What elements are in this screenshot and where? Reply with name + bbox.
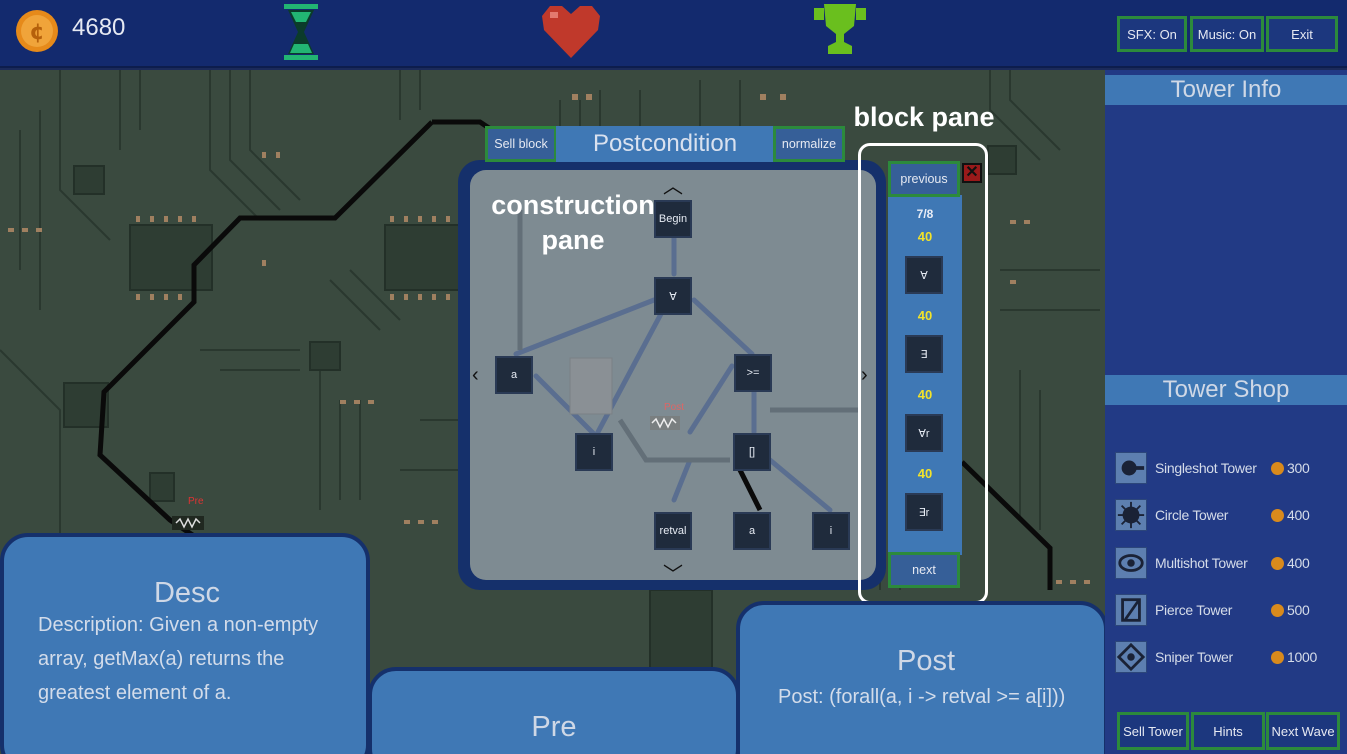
- music-toggle-button[interactable]: Music: On: [1190, 16, 1264, 52]
- palette-block-exists[interactable]: ∃: [905, 335, 943, 373]
- side-panel: Tower Info Tower Shop Singleshot Tower 3…: [1105, 70, 1347, 754]
- shop-item-name: Sniper Tower: [1155, 649, 1233, 665]
- scroll-up-arrow-icon[interactable]: ︿: [663, 176, 683, 198]
- postcondition-card[interactable]: Post Post: (forall(a, i -> retval >= a[i…: [736, 601, 1108, 754]
- pierce-icon: [1115, 594, 1147, 626]
- editor-title: Postcondition: [556, 126, 774, 162]
- heart-icon: [542, 6, 600, 58]
- shop-item-name: Circle Tower: [1155, 507, 1229, 523]
- shop-item-name: Multishot Tower: [1155, 555, 1248, 571]
- tower-shop-title: Tower Shop: [1105, 375, 1347, 405]
- exit-button[interactable]: Exit: [1266, 16, 1338, 52]
- multishot-icon: [1115, 547, 1147, 579]
- next-wave-button[interactable]: Next Wave: [1266, 712, 1340, 750]
- block-greater-equal[interactable]: >=: [734, 354, 772, 392]
- shop-item-multishot[interactable]: Multishot Tower 400: [1115, 546, 1345, 580]
- palette-block-forall[interactable]: ∀: [905, 256, 943, 294]
- close-icon[interactable]: ✕: [962, 163, 982, 183]
- top-hud: ¢ 4680 SFX: On Music: On Exit: [0, 0, 1347, 68]
- previous-button[interactable]: previous: [888, 161, 960, 197]
- trophy-icon: [814, 4, 866, 54]
- shop-item-singleshot[interactable]: Singleshot Tower 300: [1115, 451, 1345, 485]
- scroll-right-arrow-icon[interactable]: ›: [861, 364, 868, 386]
- page-indicator: 7/8: [916, 207, 934, 221]
- coin-count: 4680: [72, 14, 126, 41]
- description-title: Desc: [153, 577, 221, 609]
- svg-text:¢: ¢: [29, 20, 44, 45]
- singleshot-icon: [1115, 452, 1147, 484]
- sfx-toggle-button[interactable]: SFX: On: [1117, 16, 1187, 52]
- postcondition-title: Post: [896, 645, 956, 677]
- shop-item-name: Singleshot Tower: [1155, 460, 1257, 476]
- hourglass-icon: [284, 4, 318, 60]
- scroll-left-arrow-icon[interactable]: ‹: [472, 364, 479, 386]
- coin-icon: [1271, 603, 1284, 617]
- next-button[interactable]: next: [888, 552, 960, 588]
- coin-icon: [1271, 556, 1284, 570]
- coin-icon: [1271, 508, 1284, 522]
- block-retval[interactable]: retval: [654, 512, 692, 550]
- sell-block-button[interactable]: Sell block: [485, 126, 557, 162]
- shop-item-price: 400: [1287, 507, 1310, 523]
- block-a-index-arg[interactable]: a: [733, 512, 771, 550]
- construction-pane-annotation: construction pane: [491, 190, 655, 255]
- block-cost: 40: [917, 387, 933, 402]
- pre-label: Pre: [188, 496, 204, 507]
- shop-item-price: 1000: [1287, 649, 1317, 665]
- block-cost: 40: [917, 229, 933, 244]
- shop-item-price: 500: [1287, 602, 1310, 618]
- shop-item-price: 300: [1287, 460, 1310, 476]
- palette-block-forall-range[interactable]: ∀r: [905, 414, 943, 452]
- sell-tower-button[interactable]: Sell Tower: [1117, 712, 1189, 750]
- shop-item-name: Pierce Tower: [1155, 602, 1233, 618]
- shop-item-circle[interactable]: Circle Tower 400: [1115, 498, 1345, 532]
- block-cost: 40: [917, 466, 933, 481]
- precondition-card[interactable]: Pre: [368, 667, 740, 754]
- block-a[interactable]: a: [495, 356, 533, 394]
- block-index[interactable]: []: [733, 433, 771, 471]
- shop-item-price: 400: [1287, 555, 1310, 571]
- coin-icon: [1271, 650, 1284, 664]
- block-forall[interactable]: ∀: [654, 277, 692, 315]
- post-label: Post: [664, 402, 684, 413]
- precondition-title: Pre: [531, 711, 577, 743]
- description-text: Description: Given a non-empty array, ge…: [38, 614, 319, 704]
- block-cost: 40: [917, 308, 933, 323]
- coin-icon: [1271, 461, 1284, 475]
- construction-wires: Post: [513, 210, 860, 513]
- normalize-button[interactable]: normalize: [773, 126, 845, 162]
- shop-item-sniper[interactable]: Sniper Tower 1000: [1115, 640, 1345, 674]
- hints-button[interactable]: Hints: [1191, 712, 1265, 750]
- description-card: Desc Description: Given a non-empty arra…: [0, 533, 370, 754]
- scroll-down-arrow-icon[interactable]: ﹀: [663, 564, 683, 586]
- postcondition-text: Post: (forall(a, i -> retval >= a[i])): [778, 686, 1066, 708]
- palette-block-exists-range[interactable]: ∃r: [905, 493, 943, 531]
- block-pane-annotation: block pane: [853, 102, 995, 132]
- block-i-index-arg[interactable]: i: [812, 512, 850, 550]
- coin-icon: ¢: [16, 10, 58, 52]
- block-begin[interactable]: Begin: [654, 200, 692, 238]
- sniper-icon: [1115, 641, 1147, 673]
- shop-item-pierce[interactable]: Pierce Tower 500: [1115, 593, 1345, 627]
- block-i[interactable]: i: [575, 433, 613, 471]
- tower-info-title: Tower Info: [1105, 75, 1347, 105]
- circle-icon: [1115, 499, 1147, 531]
